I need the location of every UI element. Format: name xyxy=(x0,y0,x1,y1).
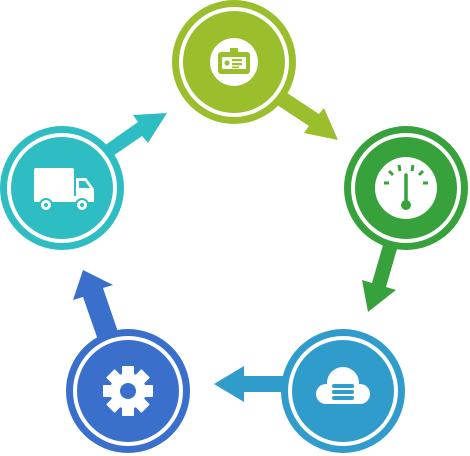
node-gauge xyxy=(344,126,468,312)
node-delivery xyxy=(0,113,167,250)
arrow-cloud-to-settings xyxy=(214,366,285,402)
gauge-icon xyxy=(384,164,428,210)
cloud-icon xyxy=(316,367,370,404)
node-settings xyxy=(66,270,190,453)
node-id-card xyxy=(172,0,338,140)
arrow-settings-to-delivery xyxy=(73,270,118,340)
truck-icon xyxy=(34,168,94,212)
gear-icon xyxy=(103,366,153,416)
id-card-icon xyxy=(218,48,250,74)
node-cloud xyxy=(214,329,405,453)
arrow-delivery-to-id-card xyxy=(104,113,167,158)
arrow-gauge-to-cloud xyxy=(362,245,397,312)
